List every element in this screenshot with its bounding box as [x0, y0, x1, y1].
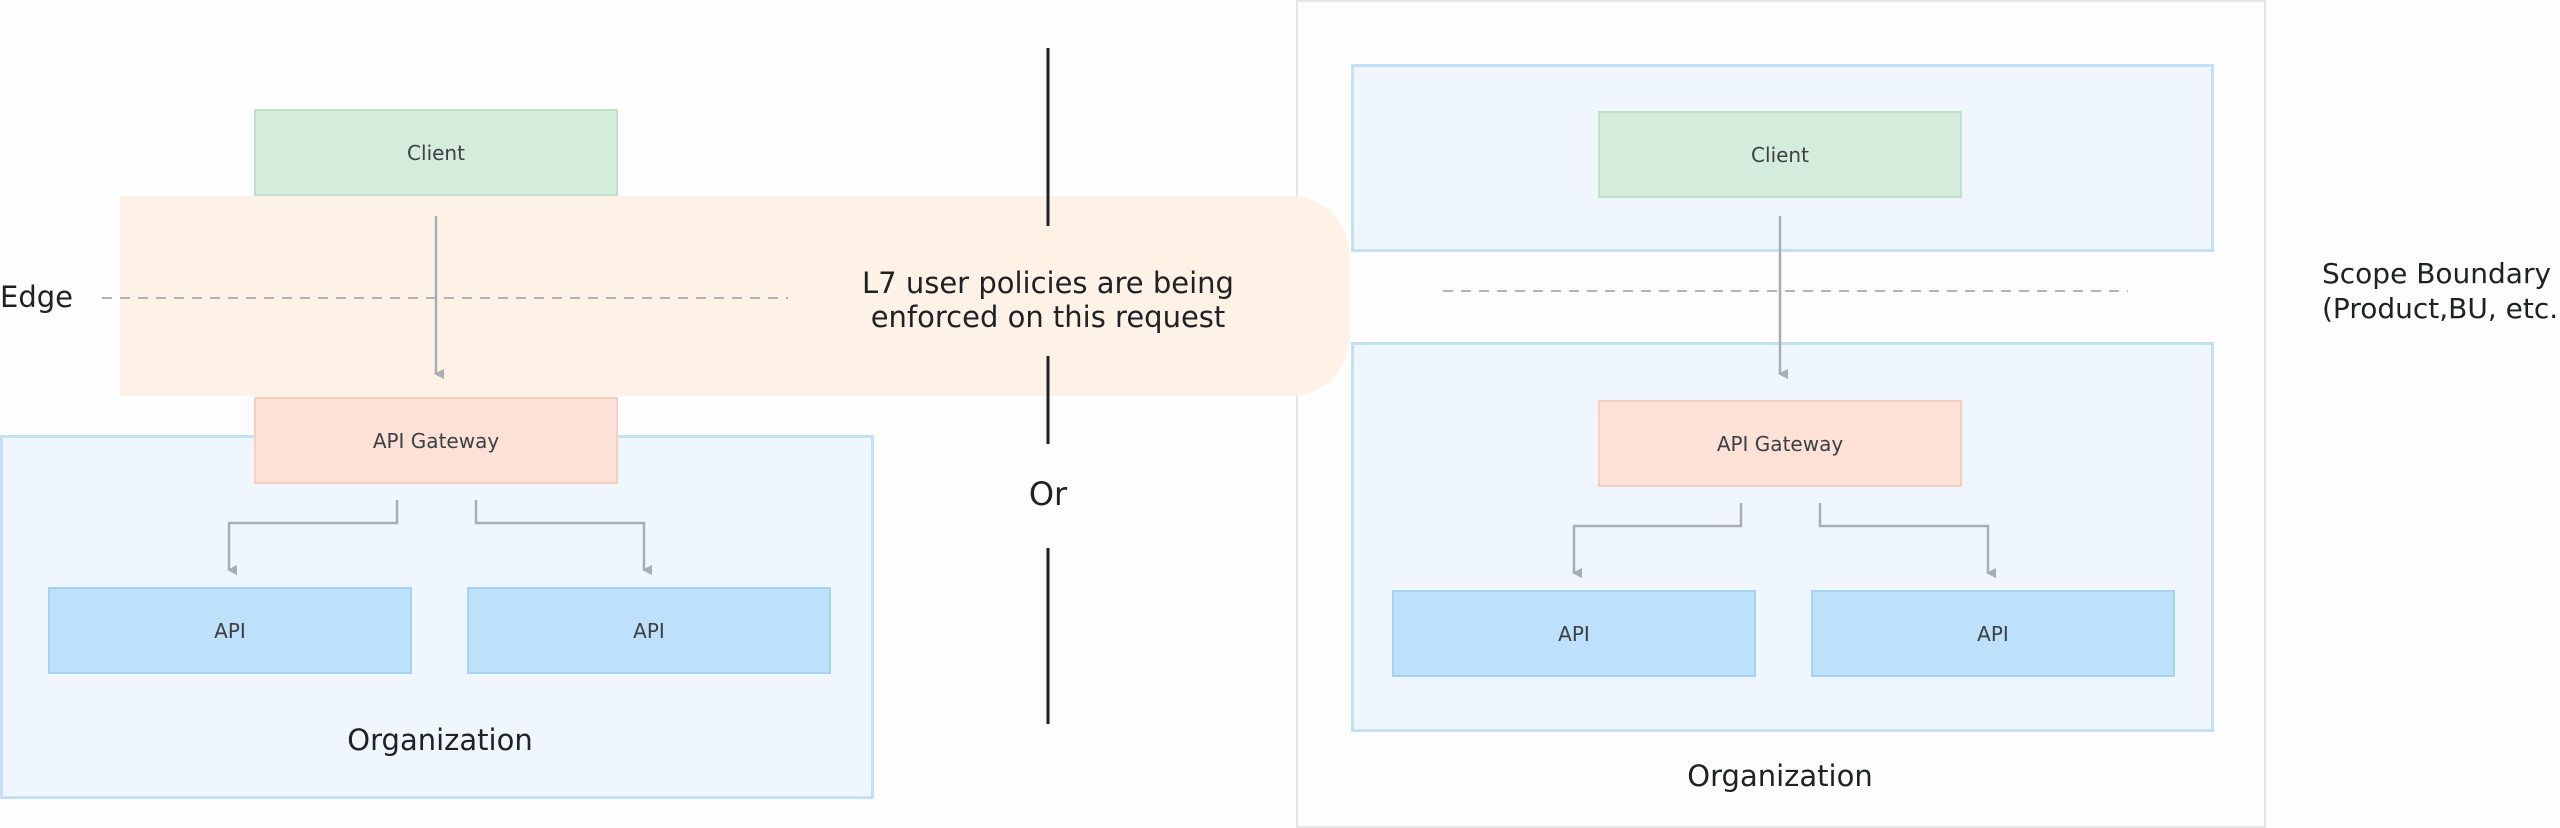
scope-boundary-label: Scope Boundary (Product,BU, etc.): [2322, 256, 2560, 326]
right-gateway-to-api1-arrow: [1572, 503, 1743, 578]
policy-banner-line-2: enforced on this request: [870, 300, 1226, 334]
policy-banner-line-1: L7 user policies are being: [862, 266, 1234, 300]
right-organization-label: Organization: [1687, 759, 1873, 793]
right-api-node-2: API: [1811, 590, 2175, 677]
scope-boundary-line-1: Scope Boundary: [2322, 257, 2552, 290]
left-organization-label: Organization: [347, 723, 533, 757]
left-api-node-1: API: [48, 587, 412, 674]
right-api-gateway-node: API Gateway: [1598, 400, 1962, 487]
or-label: Or: [1028, 475, 1068, 513]
right-api-node-1: API: [1392, 590, 1756, 677]
left-gateway-to-api2-arrow: [474, 500, 652, 575]
edge-label: Edge: [0, 280, 73, 314]
policy-banner-text: L7 user policies are being enforced on t…: [808, 266, 1288, 334]
right-gateway-to-api2-arrow: [1818, 503, 1996, 578]
right-client-node: Client: [1598, 111, 1962, 198]
left-client-node: Client: [254, 109, 618, 196]
left-api-node-2: API: [467, 587, 831, 674]
left-api-gateway-node: API Gateway: [254, 397, 618, 484]
scope-boundary-line-2: (Product,BU, etc.): [2322, 292, 2560, 325]
left-gateway-to-api1-arrow: [227, 500, 399, 575]
